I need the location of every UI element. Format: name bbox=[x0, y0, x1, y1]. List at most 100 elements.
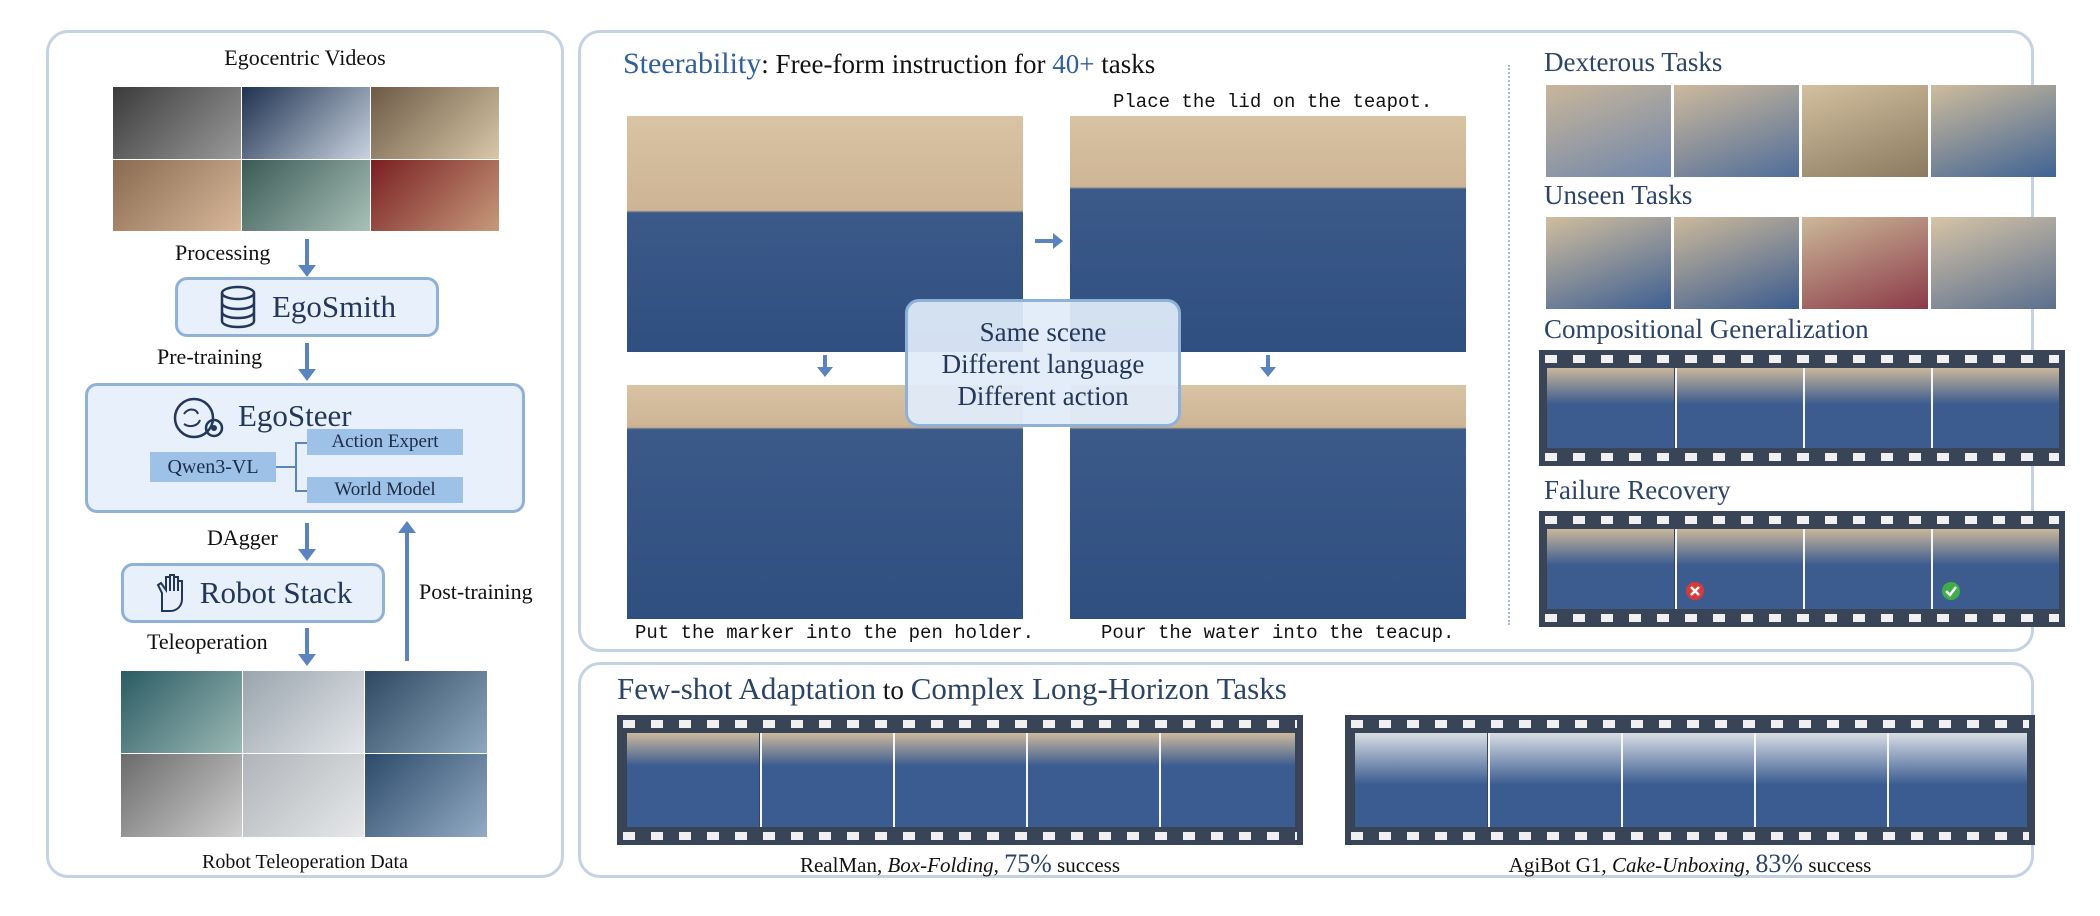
teleop-frame-6 bbox=[365, 754, 487, 837]
compositional-frame-2 bbox=[1675, 368, 1804, 448]
cake-frame-4 bbox=[1754, 733, 1888, 827]
egosteer-label: EgoSteer bbox=[238, 398, 352, 433]
box-task: Box-Folding bbox=[887, 853, 994, 877]
overlay-line-3: Different action bbox=[957, 381, 1129, 411]
fewshot-title-c: Complex Long-Horizon Tasks bbox=[910, 671, 1287, 706]
steer-title: Steerability: Free-form instruction for … bbox=[623, 47, 1155, 81]
failure-frame-1 bbox=[1547, 529, 1674, 609]
unseen-title: Unseen Tasks bbox=[1544, 180, 1693, 210]
box-frame-4 bbox=[1026, 733, 1160, 827]
compositional-filmstrip bbox=[1539, 350, 2065, 466]
box-folding-caption: RealMan, Box-Folding, 75% success bbox=[617, 849, 1303, 879]
fewshot-title: Few-shot Adaptation to Complex Long-Hori… bbox=[617, 671, 1287, 707]
success-check-icon bbox=[1942, 582, 1960, 600]
divider bbox=[1508, 65, 1510, 625]
fewshot-title-b: to bbox=[876, 675, 911, 705]
compositional-frame-3 bbox=[1803, 368, 1932, 448]
failure-frame-3 bbox=[1803, 529, 1932, 609]
egosmith-label: EgoSmith bbox=[271, 289, 396, 324]
unseen-frame-4 bbox=[1931, 217, 2056, 309]
robot-stack-label: Robot Stack bbox=[199, 575, 353, 610]
failure-title: Failure Recovery bbox=[1544, 475, 1731, 505]
connector-line bbox=[295, 442, 297, 492]
unseen-frame-3 bbox=[1802, 217, 1928, 309]
cake-frame-1 bbox=[1355, 733, 1487, 827]
posttraining-arrow bbox=[398, 521, 416, 661]
steer-title-suffix: tasks bbox=[1094, 49, 1156, 79]
cake-robot: AgiBot G1, bbox=[1508, 853, 1612, 877]
ego-video-4 bbox=[113, 160, 241, 231]
box-rate: 75% bbox=[1004, 849, 1052, 878]
failure-frame-4 bbox=[1931, 529, 2059, 609]
teleop-data-label: Robot Teleoperation Data bbox=[202, 851, 408, 873]
down-arrow-icon bbox=[817, 355, 833, 377]
steer-title-rest: : Free-form instruction for bbox=[761, 49, 1053, 79]
teleop-data-grid bbox=[121, 671, 487, 837]
teleop-arrow bbox=[298, 628, 316, 666]
box-frame-5 bbox=[1159, 733, 1295, 827]
ego-video-grid bbox=[113, 87, 499, 231]
ego-video-1 bbox=[113, 87, 241, 159]
cake-sep: , bbox=[1744, 853, 1756, 877]
robot-hand-icon bbox=[156, 574, 183, 612]
box-frame-3 bbox=[893, 733, 1027, 827]
teleop-frame-4 bbox=[121, 754, 242, 837]
teleop-frame-3 bbox=[365, 671, 487, 753]
dexterous-frame-4 bbox=[1931, 85, 2056, 177]
fewshot-panel: Few-shot Adaptation to Complex Long-Hori… bbox=[578, 662, 2035, 879]
connector-line bbox=[295, 490, 307, 492]
dexterous-frame-3 bbox=[1802, 85, 1928, 177]
right-arrow-icon bbox=[1035, 233, 1063, 249]
pipeline-panel: Egocentric Videos Processing EgoSmith Pr… bbox=[46, 30, 564, 878]
fail-x-icon bbox=[1686, 582, 1704, 600]
ego-video-3 bbox=[371, 87, 499, 159]
film-holes-bottom bbox=[1545, 453, 2059, 461]
action-expert-pill: Action Expert bbox=[307, 429, 463, 455]
failure-filmstrip bbox=[1539, 511, 2065, 627]
teleop-frame-1 bbox=[121, 671, 242, 753]
cake-frame-3 bbox=[1621, 733, 1755, 827]
box-frame-2 bbox=[760, 733, 894, 827]
brain-gear-icon bbox=[173, 397, 224, 439]
cake-task: Cake-Unboxing bbox=[1611, 853, 1745, 877]
film-holes-top bbox=[1351, 720, 2029, 728]
film-holes-bottom bbox=[623, 832, 1297, 840]
compositional-frame-1 bbox=[1547, 368, 1674, 448]
qwen-pill: Qwen3-VL bbox=[150, 452, 276, 482]
connector-line bbox=[295, 442, 307, 444]
instr-top-right: Place the lid on the teapot. bbox=[1113, 91, 1433, 113]
steer-title-count: 40+ bbox=[1052, 49, 1095, 79]
box-robot: RealMan, bbox=[799, 853, 888, 877]
down-arrow-icon bbox=[1260, 355, 1276, 377]
posttraining-label: Post-training bbox=[419, 579, 533, 604]
cake-unboxing-filmstrip bbox=[1345, 715, 2035, 845]
robot-stack-box: Robot Stack bbox=[121, 563, 385, 623]
box-sep: , bbox=[993, 853, 1005, 877]
unseen-frame-2 bbox=[1674, 217, 1799, 309]
film-holes-top bbox=[1545, 516, 2059, 524]
overlay-line-1: Same scene bbox=[979, 317, 1107, 347]
cake-unboxing-caption: AgiBot G1, Cake-Unboxing, 83% success bbox=[1345, 849, 2035, 879]
pretraining-arrow bbox=[298, 343, 316, 381]
failure-frame-2 bbox=[1675, 529, 1804, 609]
ego-video-2 bbox=[242, 87, 370, 159]
box-suffix: success bbox=[1051, 853, 1121, 877]
unseen-frame-1 bbox=[1546, 217, 1671, 309]
cake-frame-5 bbox=[1887, 733, 2027, 827]
steerability-panel: Steerability: Free-form instruction for … bbox=[578, 30, 2065, 652]
film-holes-bottom bbox=[1545, 614, 2059, 622]
dagger-arrow bbox=[298, 523, 316, 561]
instr-bottom-right: Pour the water into the teacup. bbox=[1101, 622, 1455, 644]
processing-label: Processing bbox=[175, 240, 271, 265]
dexterous-title: Dexterous Tasks bbox=[1544, 47, 1723, 77]
connector-line bbox=[276, 466, 296, 468]
film-holes-top bbox=[1545, 355, 2059, 363]
egosteer-box: EgoSteer Qwen3-VL Action Expert World Mo… bbox=[85, 383, 525, 513]
dexterous-frame-2 bbox=[1674, 85, 1799, 177]
ego-videos-label: Egocentric Videos bbox=[224, 45, 386, 70]
ego-video-6 bbox=[371, 160, 499, 231]
compositional-frame-4 bbox=[1931, 368, 2059, 448]
steer-title-highlight: Steerability bbox=[623, 47, 762, 80]
film-holes-bottom bbox=[1351, 832, 2029, 840]
fewshot-title-a: Few-shot Adaptation bbox=[617, 671, 877, 706]
